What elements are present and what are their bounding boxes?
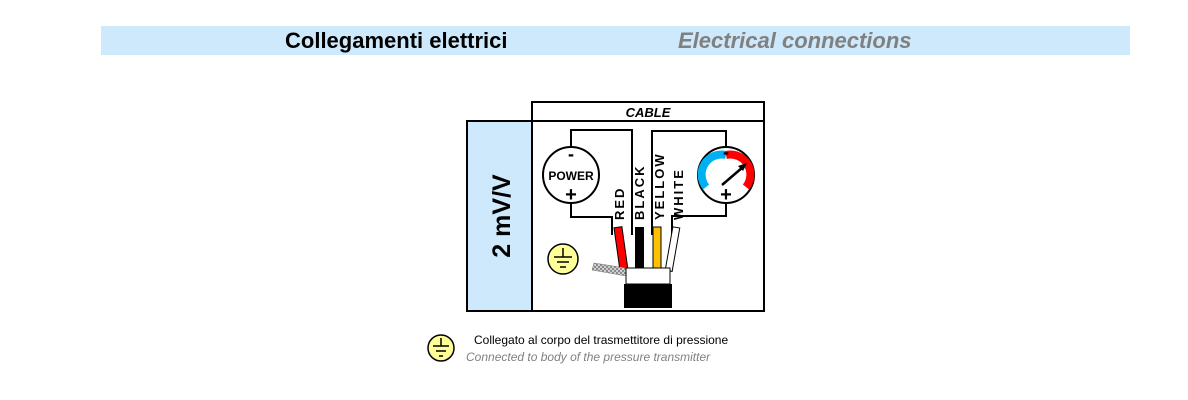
wire-label-yellow: YELLOW: [652, 152, 667, 220]
cable-header-label: CABLE: [626, 105, 671, 120]
gauge-positive-line: [671, 202, 727, 235]
power-negative-line: [570, 129, 633, 235]
legend-ground-icon: [427, 334, 455, 362]
wire-black: [635, 227, 644, 271]
gauge-blue-arc: [697, 150, 727, 190]
power-plus-sign: +: [565, 184, 577, 206]
gauge-minus-sign: -: [723, 142, 729, 162]
section-title-italian: Collegamenti elettrici: [285, 28, 508, 53]
wire-label-red: RED: [612, 187, 627, 220]
gauge-negative-line: [651, 130, 727, 235]
gauge-needle: [721, 166, 744, 186]
legend-text-italian: Collegato al corpo del trasmettitore di …: [474, 333, 729, 347]
gauge-meter: - +: [697, 142, 755, 206]
wire-yellow: [652, 226, 662, 272]
power-label: POWER: [548, 169, 594, 183]
gauge-red-arc: [725, 150, 755, 190]
power-minus-sign: -: [568, 144, 574, 164]
header-band: [101, 26, 1130, 55]
gauge-plus-sign: +: [720, 184, 732, 206]
wiring-diagram: 2 mV/V CABLE - POWER + - + RED: [466, 101, 765, 312]
power-supply: - POWER +: [542, 144, 600, 206]
wire-label-white: WHITE: [671, 168, 686, 220]
cable-jacket-white: [625, 267, 671, 285]
ground-icon: [547, 243, 579, 275]
side-label-text: 2 mV/V: [488, 174, 516, 258]
power-positive-line: [570, 200, 613, 235]
wire-label-black: BLACK: [632, 165, 647, 221]
side-label-panel: [466, 120, 533, 312]
cable-jacket-black: [624, 284, 672, 308]
section-title-english: Electrical connections: [678, 28, 912, 53]
gauge-needle-tip: [738, 163, 747, 171]
legend-text-english: Connected to body of the pressure transm…: [466, 350, 711, 364]
